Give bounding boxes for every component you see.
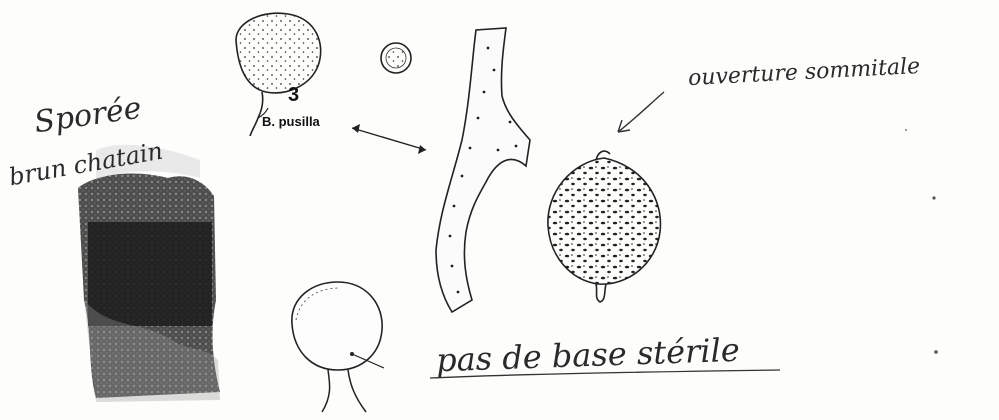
sectioned-fruiting-body-drawing xyxy=(292,282,384,412)
apical-opening-arrow xyxy=(618,92,664,132)
scan-specks xyxy=(905,129,938,354)
spore-drawing xyxy=(381,43,411,73)
warted-fruiting-body-drawing xyxy=(548,151,661,302)
label-pointer-arrow xyxy=(352,124,426,154)
spore-print xyxy=(78,145,220,402)
figure-number: 3 xyxy=(288,84,299,107)
species-label: B. pusilla xyxy=(262,114,320,129)
capillitium-hypha-drawing xyxy=(436,28,530,312)
